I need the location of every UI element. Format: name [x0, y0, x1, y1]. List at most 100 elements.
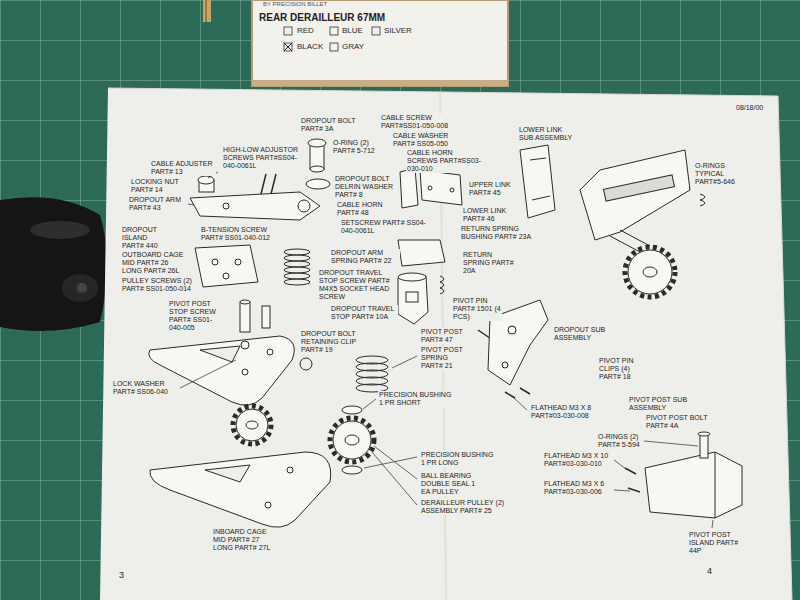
exploded-view [284, 249, 310, 255]
box-title: REAR DERAILLEUR 67MM [258, 12, 386, 23]
pencil [203, 0, 211, 22]
leader-line [180, 360, 236, 388]
exploded-view [284, 279, 310, 285]
exploded-view [530, 158, 550, 200]
color-option: BLUE [341, 26, 364, 35]
part-label: O-RINGS (2) PART# 5-594 [597, 433, 641, 449]
carton-box [284, 43, 292, 51]
part-label: CABLE ADJUSTER PART# 13 [150, 160, 216, 176]
exploded-view [428, 186, 432, 190]
part-label: LOCK WASHER PART# SS06-040 [112, 380, 176, 396]
exploded-view [284, 261, 310, 267]
leader-line [712, 520, 713, 528]
carton-box [330, 43, 338, 51]
part-label: DROPOUT ISLAND PART# 440 [121, 226, 165, 250]
exploded-view [241, 341, 249, 349]
leader-line [614, 460, 626, 469]
exploded-view [698, 432, 710, 436]
exploded-view [610, 230, 650, 252]
leader-line [374, 446, 417, 479]
part-label: PIVOT POST SUB ASSEMBLY [628, 396, 694, 412]
part-label: DROPOUT TRAVEL STOP SCREW PART# M4X5 SOC… [318, 269, 392, 301]
exploded-view [300, 358, 312, 370]
exploded-view [223, 203, 229, 209]
part-label: PIVOT POST SPRING PART# 21 [420, 346, 470, 370]
carton-box [284, 27, 292, 35]
part-label: LOCKING NUT PART# 14 [130, 178, 184, 194]
exploded-view [700, 194, 705, 206]
leader-line [644, 441, 698, 446]
exploded-view [200, 346, 240, 362]
carton-box [252, 80, 508, 86]
part-label: CABLE HORN PART# 48 [336, 201, 388, 217]
exploded-view [198, 176, 214, 184]
part-label: SETSCREW PART# SS04-040-0061L [340, 219, 430, 235]
exploded-view [284, 273, 310, 279]
part-label: RETURN SPRING BUSHING PART# 23A [460, 225, 538, 241]
exploded-view [398, 276, 428, 324]
exploded-view [420, 170, 462, 205]
black-part [0, 197, 107, 331]
exploded-view [240, 300, 250, 304]
exploded-view [440, 276, 444, 294]
part-label: DROPOUT ARM PART# 43 [128, 196, 186, 212]
exploded-view [508, 326, 516, 334]
part-label: PIVOT POST STOP SCREW PART# SS01-040-005 [168, 300, 226, 332]
exploded-view [265, 502, 271, 508]
carton-box [330, 27, 338, 35]
black-part [30, 221, 90, 239]
part-label: RETURN SPRING PART# 20A [462, 251, 518, 275]
pencil [203, 0, 211, 22]
part-label: BALL BEARING DOUBLE SEAL 1 EA PULLEY [420, 472, 482, 496]
carton-box [372, 27, 380, 35]
page-number: 4 [706, 566, 713, 576]
part-label: 08/18/00 [735, 104, 764, 112]
part-label: PRECISION BUSHING 1 PR LONG [420, 451, 500, 467]
black-part [77, 283, 87, 293]
leader-line [363, 399, 376, 409]
exploded-view [645, 452, 742, 518]
part-label: O-RINGS TYPICAL PART#5-646 [694, 162, 744, 186]
exploded-view [262, 306, 270, 328]
part-label: PRECISION BUSHING 1 PR SHORT [378, 391, 458, 407]
leader-line [188, 204, 194, 205]
pencil [205, 0, 207, 22]
part-label: CABLE WASHER PART# SS05-050 [392, 132, 456, 148]
paper-sheet [100, 88, 792, 600]
exploded-view [342, 406, 362, 414]
exploded-view [715, 452, 716, 518]
exploded-view [261, 174, 276, 194]
leader-line [514, 398, 527, 410]
exploded-view [212, 259, 218, 265]
exploded-view [298, 200, 310, 212]
exploded-view [308, 139, 326, 147]
part-label: O-RING (2) PART# 5-712 [332, 139, 376, 155]
exploded-view [306, 179, 330, 189]
exploded-view [150, 452, 331, 527]
exploded-view [330, 418, 374, 462]
black-part [62, 274, 98, 302]
part-label: PIVOT PIN PART# 1501 (4 PCS) [452, 297, 502, 321]
part-label: DROPOUT ARM SPRING PART# 22 [330, 249, 400, 265]
part-label: PIVOT POST PART# 47 [420, 328, 470, 344]
part-label: DERAILLEUR PULLEY (2) ASSEMBLY PART# 25 [420, 499, 516, 515]
leader-line [180, 172, 713, 528]
exploded-view [356, 356, 388, 392]
part-label: CABLE SCREW PART#SS01-050-008 [380, 114, 462, 130]
part-label: PIVOT POST BOLT PART# 4A [645, 414, 709, 430]
exploded-view [240, 302, 250, 332]
maker-name: BY PRECISION BILLET [262, 1, 328, 8]
exploded-view [233, 406, 271, 444]
exploded-view [604, 175, 675, 201]
part-label: B-TENSION SCREW PART# SS01-040-012 [200, 226, 282, 242]
exploded-view [700, 434, 708, 458]
part-label: LOWER LINK SUB ASSEMBLY [518, 126, 578, 142]
exploded-view [400, 168, 418, 208]
part-label: DROPOUT BOLT PART# 3A [300, 117, 358, 133]
part-label: DROPOUT BOLT RETAINING CLIP PART# 19 [300, 330, 366, 354]
part-label: CABLE HORN SCREWS PART#SS03-030-010 [406, 149, 486, 173]
